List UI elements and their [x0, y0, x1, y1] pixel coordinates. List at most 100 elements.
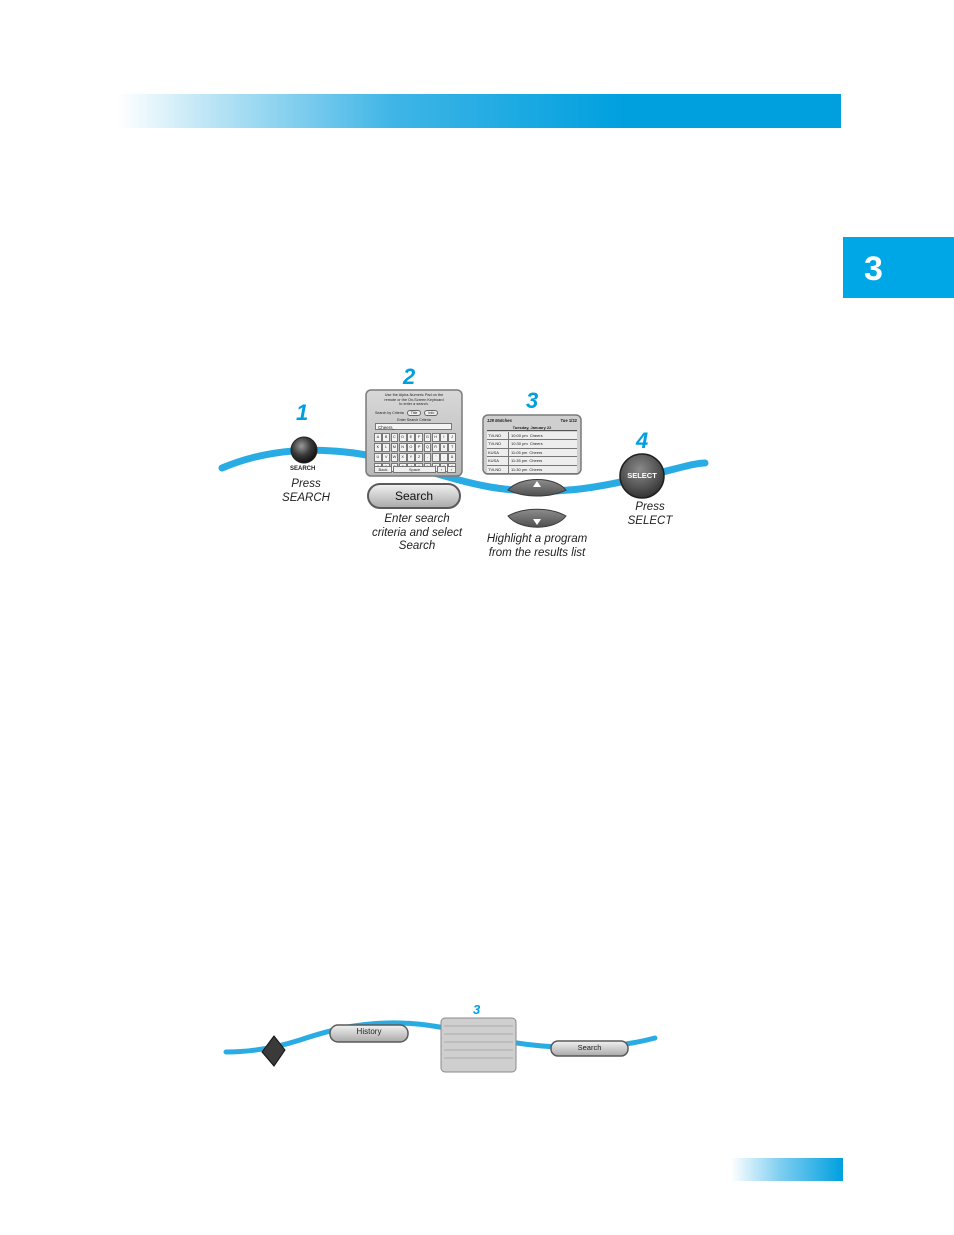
chapter-number: 3: [864, 250, 883, 288]
keyboard-key[interactable]: L: [382, 443, 390, 452]
keyboard-key[interactable]: J: [448, 433, 456, 442]
option-info[interactable]: Info: [424, 410, 439, 416]
keyboard-key[interactable]: E: [407, 433, 415, 442]
keyboard-bottom-row: Back Space ‹ ›: [374, 466, 456, 473]
step-4-caption: Press SELECT: [627, 501, 673, 527]
chapter-header-bar: [118, 94, 841, 128]
diagram2-step-number: 3: [473, 1002, 481, 1017]
select-button-shape: [619, 453, 665, 499]
dpad-icon: [261, 1035, 286, 1067]
down-arrow-icon: [533, 519, 541, 525]
space-key[interactable]: Space: [393, 466, 436, 473]
search-pill-shape: [367, 483, 461, 509]
next-key[interactable]: ›: [447, 466, 456, 473]
result-channel: TVLND: [487, 440, 509, 448]
chapter-tab: [843, 237, 954, 298]
search-key-icon: [290, 436, 318, 464]
search-criteria-input[interactable]: Cheers_: [375, 423, 452, 430]
result-title: Cheers: [529, 441, 543, 447]
step-1-number: 1: [296, 400, 309, 425]
keyboard-key[interactable]: A: [374, 433, 382, 442]
step-2-number: 2: [403, 364, 416, 389]
result-title: Cheers: [529, 458, 543, 464]
result-channel: TVLND: [487, 465, 509, 473]
back-key[interactable]: Back: [374, 466, 392, 473]
results-date-short: Tue 1/22: [560, 418, 577, 423]
result-time: 11:30 pm: [511, 466, 528, 472]
keyboard-key[interactable]: G: [423, 433, 432, 442]
result-title: Cheers: [529, 449, 543, 455]
step-3-caption: Highlight a program from the results lis…: [486, 533, 588, 559]
keyboard-key[interactable]: Q: [423, 443, 432, 452]
keyboard-key[interactable]: M: [390, 443, 399, 452]
result-channel: KUSA: [487, 448, 509, 457]
search-by-label: Search by Criteria: [375, 411, 404, 415]
up-arrow-button: [507, 479, 567, 497]
step-1-caption: Press SEARCH: [282, 478, 330, 504]
search-key-label: SEARCH: [290, 466, 316, 472]
search-pill-shape-2: [550, 1040, 629, 1057]
keyboard-key[interactable]: T: [448, 443, 456, 452]
result-title: Cheers: [529, 466, 543, 472]
keyboard-key[interactable]: ': [431, 453, 440, 462]
keyboard-key[interactable]: B: [382, 433, 390, 442]
search-button[interactable]: Search: [394, 489, 434, 503]
keyboard-key[interactable]: I: [440, 433, 448, 442]
keyboard-key[interactable]: D: [398, 433, 407, 442]
keyboard-key[interactable]: K: [374, 443, 382, 452]
history-panel: [440, 1017, 517, 1073]
page-footer-bar: [731, 1158, 843, 1181]
result-time: 11:05 pm: [511, 449, 528, 455]
result-time: 11:35 pm: [511, 458, 528, 464]
search-by-row: Search by Criteria Title Info: [375, 410, 457, 416]
option-title[interactable]: Title: [406, 410, 422, 416]
result-channel: TVLND: [487, 432, 509, 440]
keyboard-key[interactable]: F: [415, 433, 423, 442]
results-date-long: Tuesday, January 22: [487, 425, 577, 431]
keyboard-key[interactable]: N: [398, 443, 407, 452]
history-button[interactable]: History: [356, 1027, 382, 1036]
search-button-2[interactable]: Search: [577, 1043, 602, 1052]
criteria-label: Enter Search Criteria: [397, 418, 431, 422]
keyboard-instructions: Use the Alpha-Numeric Pad on the remote …: [384, 393, 444, 407]
step-3-number: 3: [526, 388, 539, 413]
result-title: Cheers: [529, 433, 543, 438]
keyboard-key[interactable]: W: [390, 453, 399, 462]
history-pill-shape: [329, 1024, 409, 1043]
keyboard-key[interactable]: X: [398, 453, 407, 462]
step-4-number: 4: [636, 428, 649, 453]
up-arrow-icon: [533, 481, 541, 487]
result-channel: KUSA: [487, 457, 509, 465]
keyboard-key[interactable]: Z: [415, 453, 423, 462]
matches-count: 129 Matches: [487, 418, 512, 423]
keyboard-key[interactable]: V: [382, 453, 390, 462]
step-2-caption: Enter search criteria and select Search: [371, 513, 463, 552]
select-button[interactable]: SELECT: [627, 471, 657, 480]
keyboard-key[interactable]: &: [448, 453, 456, 462]
result-time: 10:00 pm: [511, 433, 528, 438]
result-time: 10:30 pm: [511, 441, 528, 447]
keyboard-key[interactable]: -: [423, 453, 432, 462]
keyboard-key[interactable]: U: [374, 453, 382, 462]
keyboard-key[interactable]: Y: [407, 453, 415, 462]
prev-key[interactable]: ‹: [437, 466, 446, 473]
keyboard-key[interactable]: O: [407, 443, 415, 452]
keyboard-key[interactable]: P: [415, 443, 423, 452]
down-arrow-button: [507, 508, 567, 528]
keyboard-key[interactable]: .: [440, 453, 448, 462]
keyboard-key[interactable]: R: [431, 443, 440, 452]
keyboard-key[interactable]: S: [440, 443, 448, 452]
keyboard-key[interactable]: H: [431, 433, 440, 442]
keyboard-key[interactable]: C: [390, 433, 399, 442]
results-header: 129 Matches Tue 1/22: [487, 418, 577, 423]
